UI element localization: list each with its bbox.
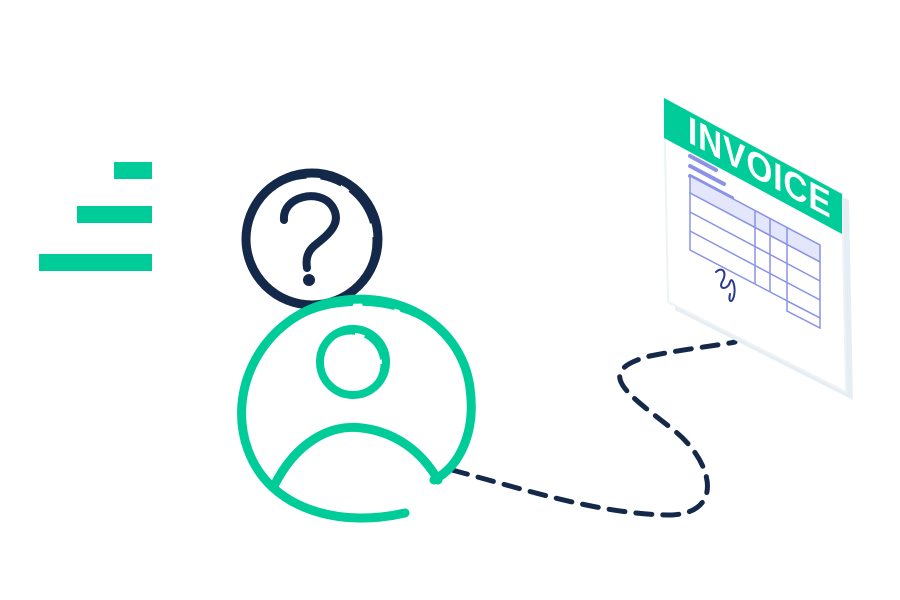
dashed-path-icon [449, 339, 738, 518]
question-mark-hook [280, 192, 340, 272]
invoice-table-total [786, 299, 821, 330]
speed-line-short [114, 162, 152, 179]
user-avatar-head [316, 325, 390, 399]
invoice-header-band [664, 98, 842, 234]
speed-line-long [39, 254, 152, 271]
signature-icon [715, 268, 736, 302]
question-mark-icon [241, 168, 383, 310]
speed-line-medium [77, 206, 152, 223]
invoice-document-icon: INVOICE [663, 97, 853, 400]
user-avatar-head-sketch [318, 331, 384, 397]
speed-lines-icon [39, 162, 152, 271]
user-avatar-shoulders [269, 422, 443, 491]
user-avatar-ring-sketch [238, 302, 474, 522]
question-mark-dot [303, 274, 315, 286]
invoice-table-grid [689, 211, 821, 301]
user-avatar-icon [237, 294, 476, 523]
invoice-line-items-table [689, 174, 821, 330]
